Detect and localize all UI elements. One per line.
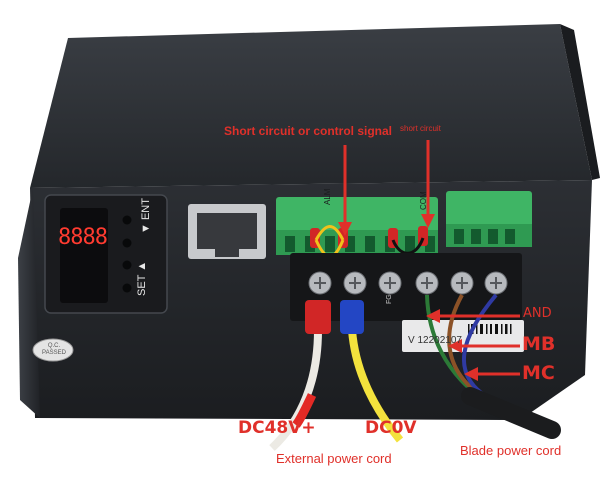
power-leads bbox=[269, 300, 404, 451]
label-and: AND bbox=[523, 306, 552, 321]
annotation-arrows bbox=[338, 140, 520, 381]
hall-terminal-block[interactable] bbox=[446, 191, 532, 247]
serial-number: V 12202107 bbox=[408, 335, 462, 346]
key-label-set: SET ▲ bbox=[136, 260, 148, 296]
label-external-power-cord: External power cord bbox=[276, 451, 392, 466]
rj45-port[interactable] bbox=[188, 204, 266, 259]
fg-label: FG bbox=[386, 294, 393, 304]
pin-label-com: COM bbox=[419, 191, 428, 210]
label-mb: MB bbox=[522, 333, 556, 355]
label-mc: MC bbox=[522, 362, 555, 384]
display-panel bbox=[44, 194, 168, 314]
label-blade-power-cord: Blade power cord bbox=[460, 443, 562, 458]
label-dc0v: DC0V bbox=[365, 418, 417, 438]
signal-terminal-block[interactable] bbox=[276, 197, 438, 255]
label-short-circuit: short circuit bbox=[400, 124, 441, 133]
seven-seg-display: 8888 bbox=[58, 225, 108, 250]
label-dc48v: DC48V+ bbox=[238, 418, 316, 438]
key-label-ent: ▼ ENT bbox=[140, 198, 152, 234]
label-short-or-control: Short circuit or control signal bbox=[224, 124, 393, 138]
pin-label-alm: ALM bbox=[323, 188, 332, 205]
qc-seal bbox=[32, 338, 74, 362]
key-buttons[interactable] bbox=[122, 215, 132, 293]
blade-leads bbox=[425, 293, 561, 439]
qc-seal-text: Q.C. PASSED bbox=[42, 343, 66, 356]
